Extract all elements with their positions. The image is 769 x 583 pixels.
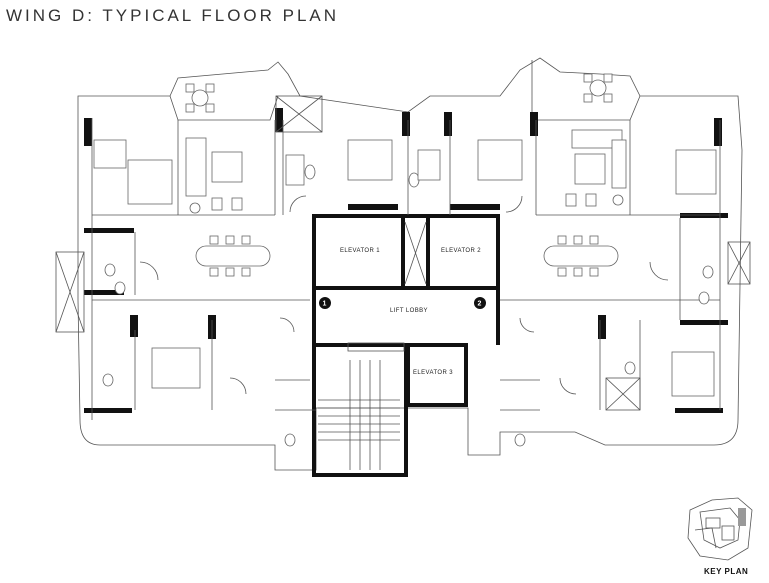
elevator-3-label: ELEVATOR 3	[413, 370, 453, 376]
svg-text:1: 1	[323, 301, 327, 308]
svg-text:2: 2	[478, 301, 482, 308]
marker-1: 1	[319, 297, 331, 309]
beds	[93, 139, 717, 397]
interior-partitions	[91, 118, 721, 420]
bathroom-fixtures	[102, 149, 714, 447]
page-title: WING D: TYPICAL FLOOR PLAN	[6, 6, 340, 25]
living-furniture	[185, 129, 627, 214]
marker-2: 2	[474, 297, 486, 309]
balcony-tables	[185, 73, 613, 113]
elevator-1-label: ELEVATOR 1	[340, 248, 380, 254]
lift-lobby-label: LIFT LOBBY	[390, 308, 428, 314]
dining-tables	[195, 235, 619, 277]
key-plan-label: KEY PLAN	[704, 567, 748, 576]
elevator-2-label: ELEVATOR 2	[441, 248, 481, 254]
door-swings	[139, 195, 669, 395]
core-walls	[312, 204, 500, 477]
building-outline	[77, 57, 743, 471]
key-plan-thumbnail	[687, 497, 753, 561]
side-balconies	[55, 95, 751, 411]
